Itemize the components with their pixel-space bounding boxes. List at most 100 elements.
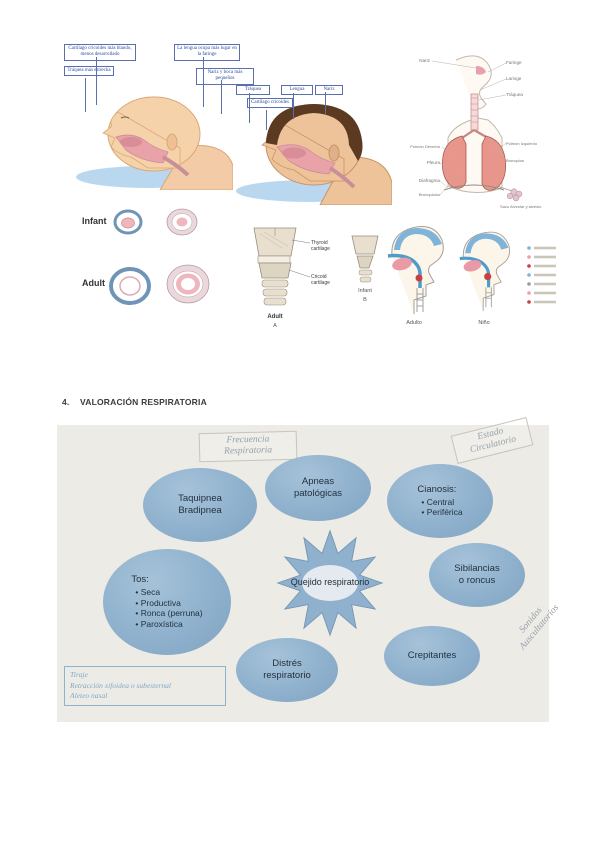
right-lung [441,135,467,189]
section-heading: 4.VALORACIÓN RESPIRATORIA [62,397,207,407]
node-line: respiratorio [263,670,311,681]
label-cricoid-cartilage: Cricoid cartilage [311,274,330,287]
label-traquea-estrecha: Tráquea más estrecha [64,66,114,77]
diagram-label-bronquios: Bronquios [506,158,524,163]
larynx-infant-caption: Infant [358,288,372,294]
node-line: patológicas [293,488,343,499]
note-line: Retracción xifoidea o subesternal [70,680,172,690]
cricoid-rings-figure [109,208,210,305]
infant-larynx [351,235,379,283]
leader-lines [288,239,311,278]
diagram-label-nariz: Nariz [419,58,430,63]
node-text: Taquipnea Bradipnea [178,493,222,517]
leader-line [203,57,204,107]
infant-trachea [162,155,190,177]
bullet-item: Periférica [421,507,463,518]
diagram-label-pulmon-derecho: Pulmón Derecho [410,144,441,149]
diagram-label-diafragma: Diafragma [419,178,441,183]
rings-row-adult-label: Adult [82,278,105,288]
larynx-adult-letter: A [273,323,277,329]
node-text: Apneas patológicas [294,476,342,500]
node-cianosis: Cianosis: Central Periférica [387,464,493,538]
leader-line [221,80,222,114]
infant-tongue [120,137,142,147]
adult-head-illustration [236,104,392,205]
leader-line [293,93,294,119]
label-thyroid-cartilage: Thyroid cartilage [311,240,330,253]
rings-row-infant-label: Infant [82,216,107,226]
label-cartilago-cricoides: Cartílago cricoides [247,98,293,109]
larynx-infant-letter: B [363,297,367,303]
sagittal-airway-figure: Adulto Niño [387,226,556,326]
bullet-item: Central [421,497,462,508]
infant-ring-1 [113,209,143,235]
node-taquipnea-bradipnea: Taquipnea Bradipnea [143,468,257,542]
leader-line [249,93,250,123]
node-bullet-list: Central Periférica [421,497,463,518]
node-bullet-list: Seca Productiva Ronca (perruna) Paroxíst… [135,587,203,630]
node-text: Crepitantes [407,650,457,662]
note-line: Tiraje [70,670,88,679]
adult-larynx [253,227,297,306]
node-sibilancias: Sibilancias o roncus [429,543,525,607]
diagram-label-laringe: Laringe [506,76,522,81]
bullet-item: Ronca (perruna) [135,608,203,619]
larynx-cartilage-figure: Adult A Infant B [253,227,379,329]
bullet-item: Paroxística [135,619,202,630]
infant-eye [120,116,130,119]
node-crepitantes: Crepitantes [384,626,480,686]
concept-map: Frecuencia Respiratoria Estado Circulato… [57,416,561,722]
bullet-item: Seca [135,587,202,598]
adult-trachea [328,166,356,189]
node-line: Quejido [290,577,322,588]
node-text: Sibilancias o roncus [454,563,499,587]
diagram-label-saco-alveolar: Saco Alveolar y alvéolo [500,204,542,209]
label-lengua: Lengua [281,85,313,96]
adult-hair [266,104,363,161]
adult-ring-1 [109,267,151,305]
infant-head-illustration [76,96,233,190]
node-distres-respiratorio: Distrés respiratorio [236,638,338,702]
node-tos: Tos: Seca Productiva Ronca (perruna) Par… [103,549,231,655]
node-line: Taquipnea [178,493,222,505]
center-node-quejido: Quejido respiratorio [276,529,384,637]
adult-sagittal-head [387,226,444,314]
label-lengua-ocupa: La lengua ocupa más lugar en la faringe [174,44,240,61]
adult-tongue [282,147,306,159]
node-text: Tos: Seca Productiva Ronca (perruna) Par… [131,574,202,629]
annotation-line: Respiratoria [223,445,273,458]
center-starburst [276,529,384,637]
larynx-adult-caption: Adult [267,314,282,320]
leader-lines [431,60,507,196]
diagram-label-pleura: Pleura [427,160,441,165]
leader-line [96,57,97,105]
infant-ring-2 [166,208,198,236]
child-sagittal-head [459,231,511,311]
annotation-estado-circulatorio: Estado Circulatorio [450,416,534,464]
sagittal-adult-caption: Adulto [406,320,422,326]
respiratory-system-diagram: Nariz Pulmón Derecho Pleura Diafragma Br… [410,55,542,209]
diagram-label-bronquiolos: Bronquiolos [419,192,440,197]
node-text: Quejido respiratorio [291,577,370,588]
node-line: o roncus [458,575,496,586]
node-text: Distrés respiratorio [263,658,311,682]
section-title: VALORACIÓN RESPIRATORIA [80,397,207,407]
node-title: Cianosis: [417,483,457,495]
node-text: Cianosis: Central Periférica [417,484,462,518]
node-title: Tos: [131,574,149,586]
sagittal-legend [527,246,556,304]
trachea-rings [471,97,478,123]
leader-line [266,110,267,130]
node-line: Distrés [272,658,302,670]
bullet-item: Productiva [135,598,202,609]
left-lung [481,135,507,191]
note-line: Aleteo nasal [70,691,108,700]
diagram-label-traquea: Tráquea [506,92,523,97]
alveolar-sac [496,185,523,202]
node-line: Apneas [301,476,335,488]
diagram-label-pulmon-izquierdo: Pulmón Izquierdo [506,141,538,146]
adult-ear [328,144,340,162]
node-apneas-patologicas: Apneas patológicas [265,455,371,521]
label-nariz-boca: Nariz y boca más pequeños [196,68,254,85]
